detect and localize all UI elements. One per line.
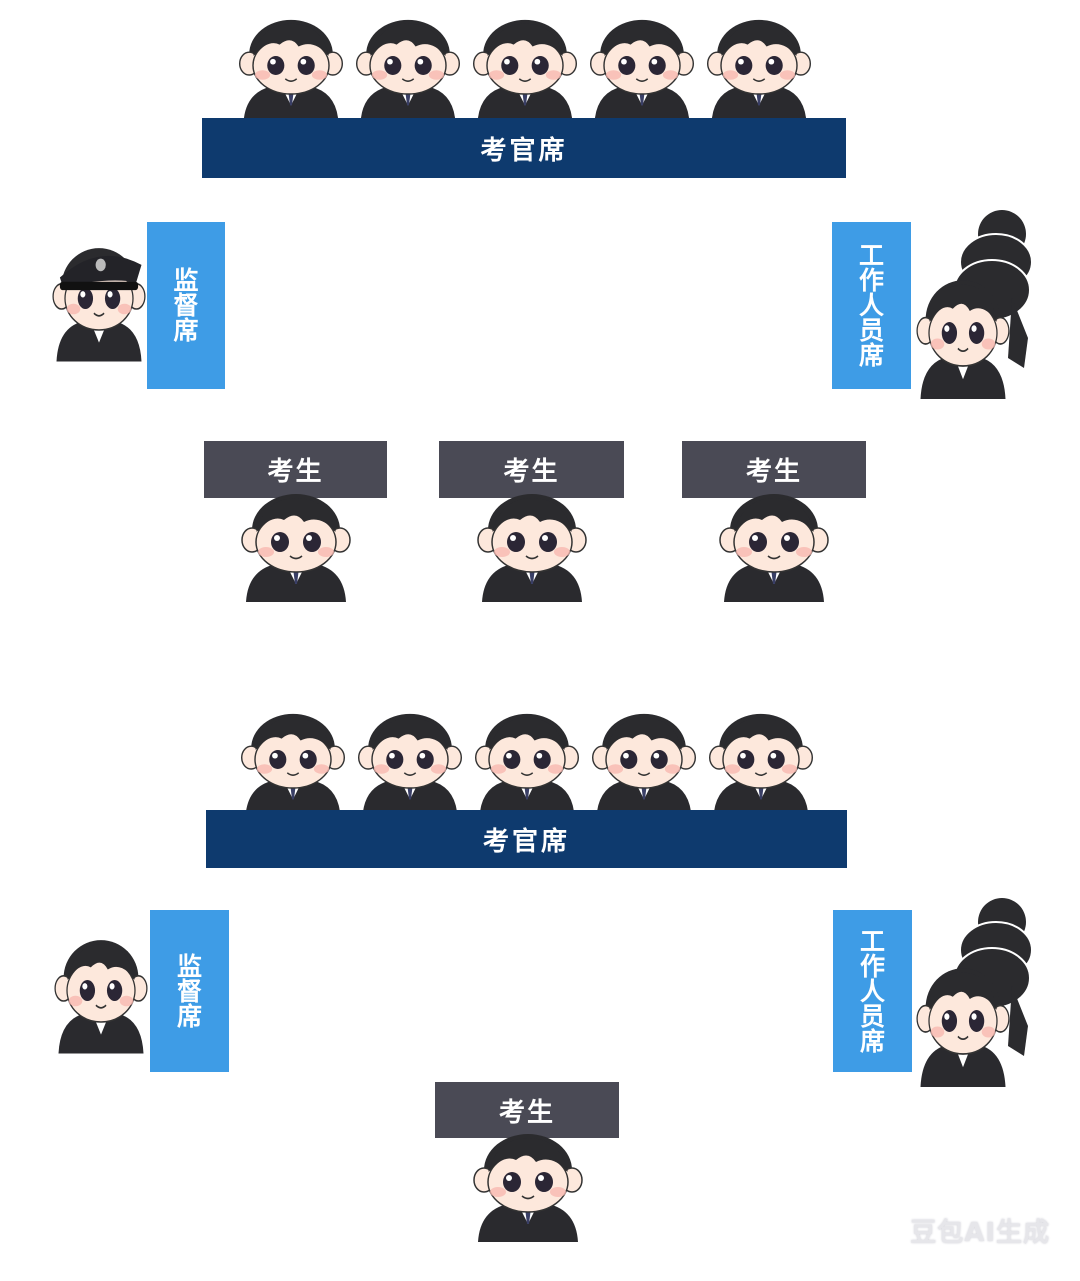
candidate-icon <box>714 492 834 602</box>
supervisor-icon <box>50 928 150 1054</box>
supervisor-seat-label: 监督席 <box>147 222 225 389</box>
candidate-seat-label: 考生 <box>682 441 866 498</box>
female-staff-group-icon <box>912 896 1036 1088</box>
examiner-icon <box>355 19 461 123</box>
police-officer-icon <box>48 236 148 370</box>
examiner-icon <box>708 713 814 817</box>
candidate-seat-label: 考生 <box>204 441 387 498</box>
watermark: 豆包AI生成 <box>910 1218 1050 1248</box>
candidate-icon <box>468 1132 588 1242</box>
candidate-icon <box>236 492 356 602</box>
examiner-icon <box>240 713 346 817</box>
examiner-row-2 <box>234 712 834 817</box>
examiner-row-1 <box>232 18 832 123</box>
examiner-icon <box>472 19 578 123</box>
examiner-seat-label: 考官席 <box>206 810 847 868</box>
examiner-seat-label: 考官席 <box>202 118 846 178</box>
staff-seat-label: 工作人员席 <box>832 222 911 389</box>
examiner-icon <box>474 713 580 817</box>
examiner-icon <box>238 19 344 123</box>
supervisor-seat-label: 监督席 <box>150 910 229 1072</box>
examiner-icon <box>589 19 695 123</box>
female-staff-group-icon <box>912 208 1036 400</box>
examiner-icon <box>357 713 463 817</box>
candidate-icon <box>472 492 592 602</box>
candidate-seat-label: 考生 <box>439 441 624 498</box>
examiner-icon <box>591 713 697 817</box>
candidate-seat-label: 考生 <box>435 1082 619 1138</box>
staff-seat-label: 工作人员席 <box>833 910 912 1072</box>
examiner-icon <box>706 19 812 123</box>
